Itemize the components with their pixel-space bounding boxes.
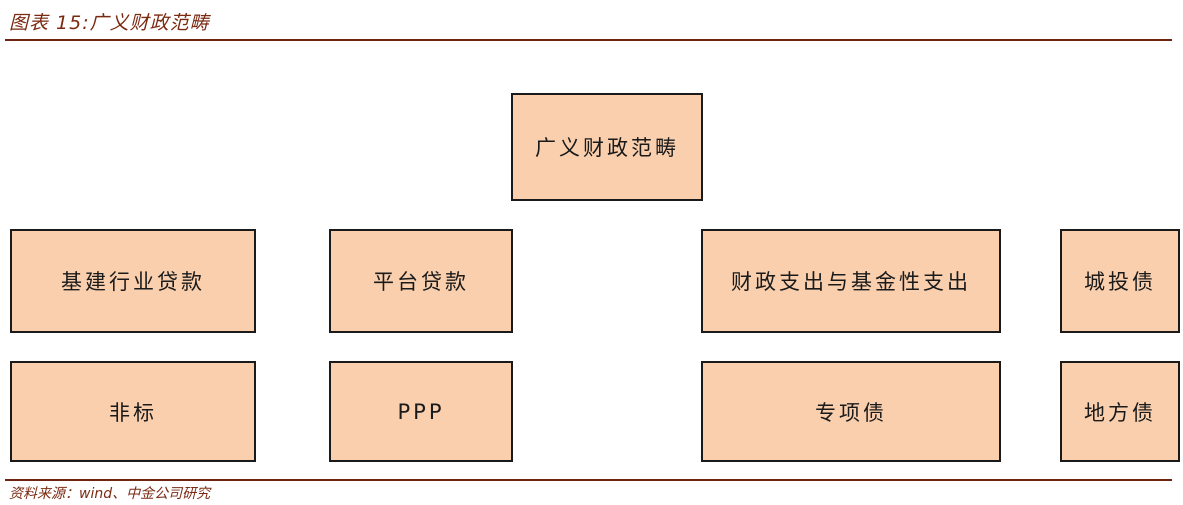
figure-title: 图表 15:广义财政范畴 xyxy=(9,12,210,34)
source-note: 资料来源：wind、中金公司研究 xyxy=(9,486,211,502)
footer-divider xyxy=(5,479,1172,481)
node-local-government-bonds: 地方债 xyxy=(1060,361,1180,462)
node-urban-investment-bonds: 城投债 xyxy=(1060,229,1180,333)
node-special-bonds: 专项债 xyxy=(701,361,1001,462)
node-platform-loans: 平台贷款 xyxy=(329,229,513,333)
node-infrastructure-loans: 基建行业贷款 xyxy=(10,229,256,333)
header-divider xyxy=(5,39,1172,41)
node-non-standard: 非标 xyxy=(10,361,256,462)
node-fiscal-and-fund-expenditure: 财政支出与基金性支出 xyxy=(701,229,1001,333)
root-node-box: 广义财政范畴 xyxy=(511,93,703,201)
node-ppp: PPP xyxy=(329,361,513,462)
